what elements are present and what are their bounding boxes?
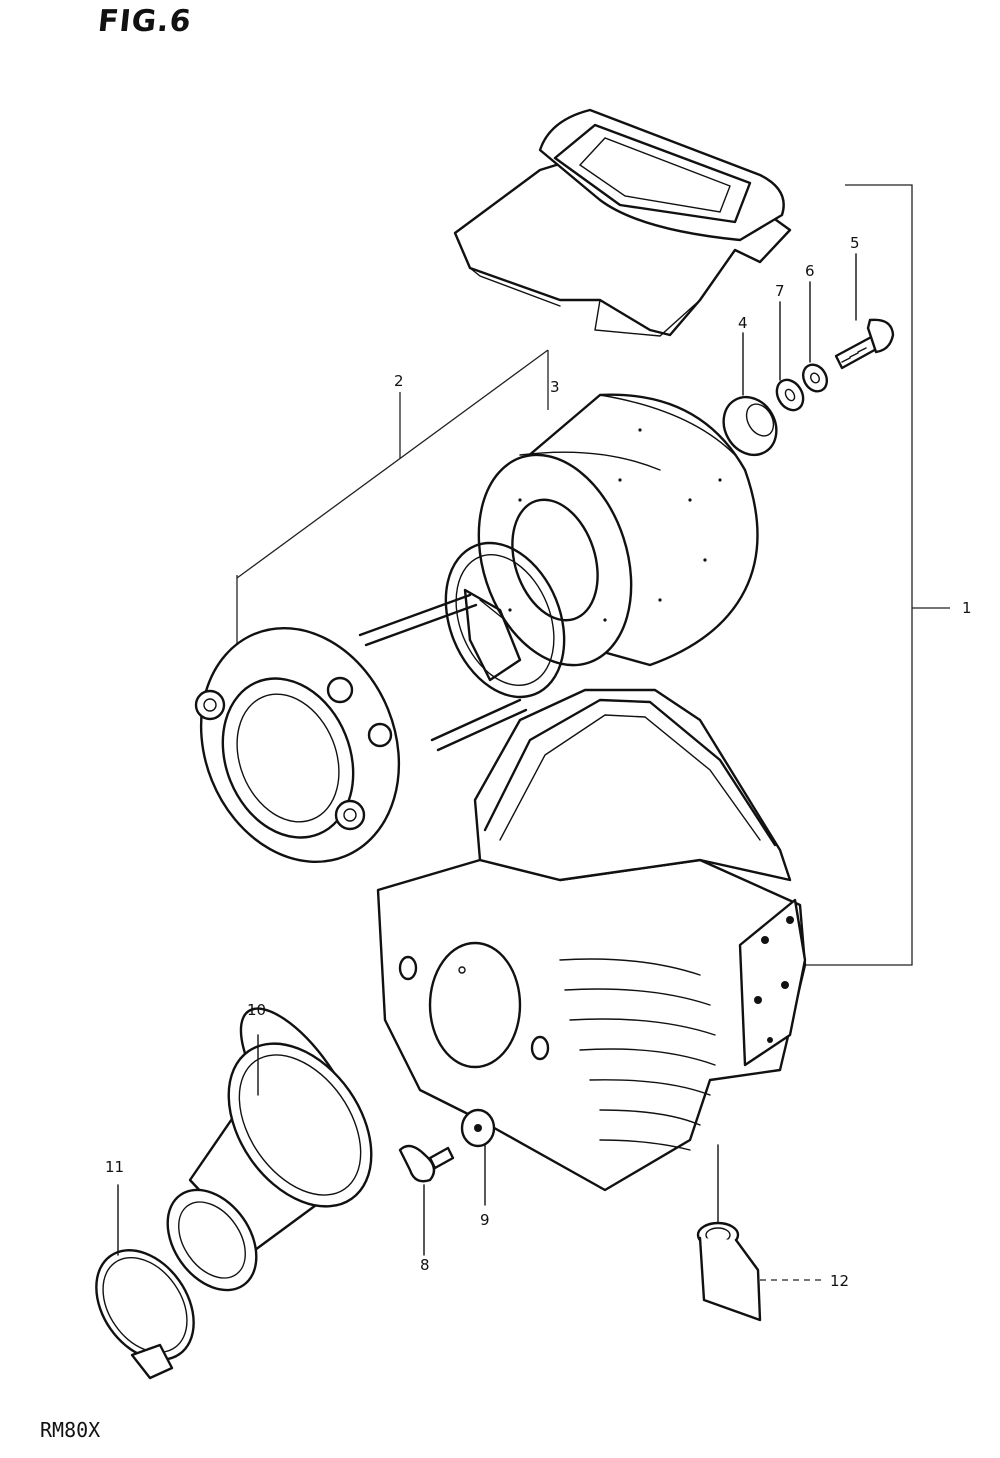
callout-9: 9 — [480, 1211, 490, 1229]
part-2-3-bracket — [236, 349, 549, 660]
air-filter-element — [477, 393, 759, 667]
callout-11: 11 — [105, 1158, 124, 1176]
intake-cover — [453, 108, 792, 337]
part-1-bracket — [800, 184, 950, 966]
callout-labels: 1 2 3 4 5 6 7 8 9 10 11 12 — [105, 234, 972, 1290]
callout-8: 8 — [420, 1256, 430, 1274]
callout-3: 3 — [550, 378, 560, 396]
filter-cage — [358, 541, 566, 752]
callout-5: 5 — [850, 234, 860, 252]
hose-clamp — [95, 1184, 195, 1380]
callout-6: 6 — [805, 262, 815, 280]
spacer-and-bolt — [722, 318, 895, 457]
callout-10: 10 — [247, 1001, 266, 1019]
callout-4: 4 — [738, 314, 748, 332]
model-label: RM80X — [40, 1418, 101, 1442]
callout-12: 12 — [830, 1272, 849, 1290]
callout-7: 7 — [775, 282, 785, 300]
washer-and-wing-bolt — [398, 1108, 496, 1256]
air-cleaner-case — [376, 688, 807, 1192]
callout-1: 1 — [962, 599, 972, 617]
intake-funnel — [166, 1007, 373, 1292]
callout-leaders — [742, 253, 857, 396]
filter-base-plate — [194, 626, 401, 864]
drain-tube — [696, 1144, 825, 1322]
callout-2: 2 — [394, 372, 404, 390]
